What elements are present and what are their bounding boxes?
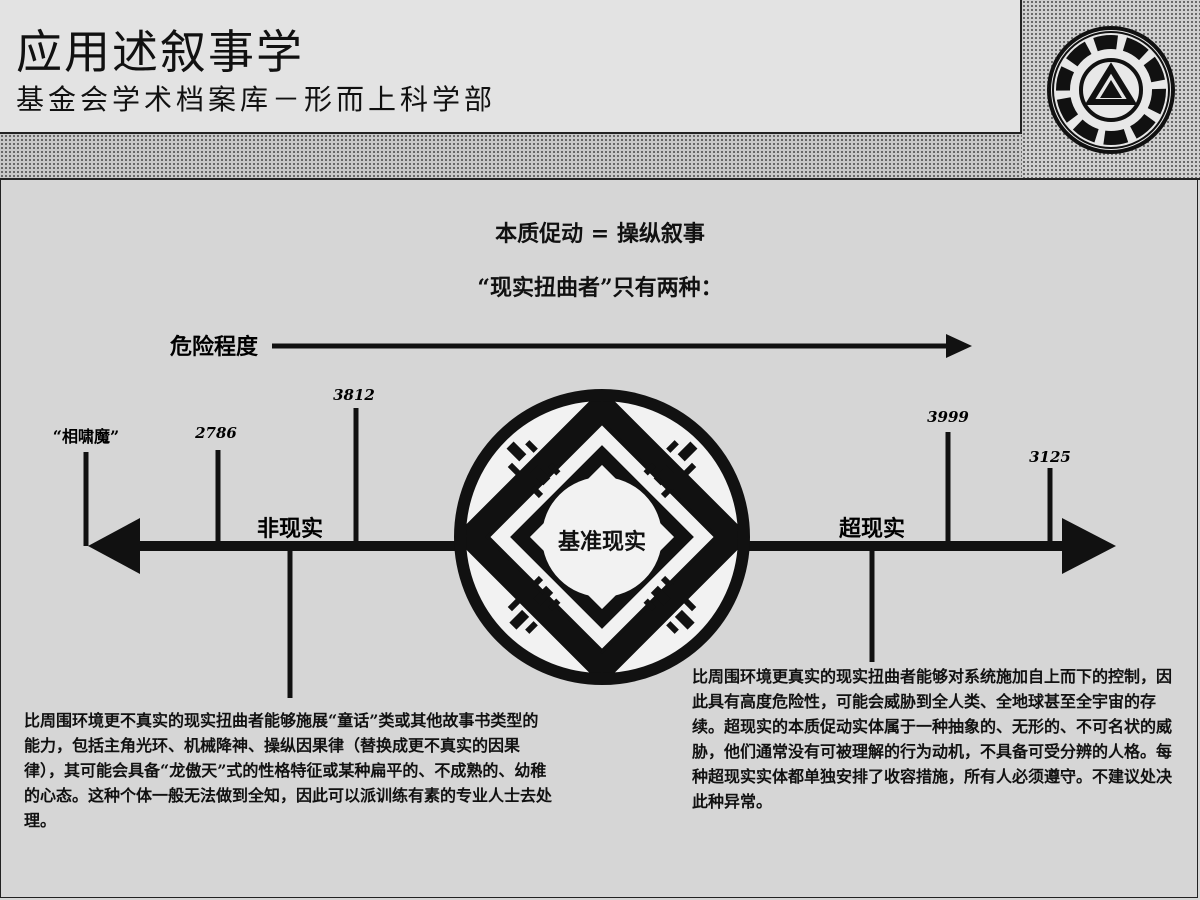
heading-essence: 本质促动 = 操纵叙事 xyxy=(495,221,705,247)
hyperreality-label: 超现实 xyxy=(839,516,905,542)
header-banner: 应用述叙事学 基金会学术档案库－形而上科学部 xyxy=(0,0,1022,134)
marker-label-3812: 3812 xyxy=(333,386,375,404)
marker-label-3999: 3999 xyxy=(927,408,969,426)
page-subtitle: 基金会学术档案库－形而上科学部 xyxy=(16,83,497,116)
foundation-logo-icon xyxy=(1047,26,1175,154)
baseline-reality-label: 基准现实 xyxy=(558,529,646,555)
baseline-reality-globe: 基准现实 xyxy=(454,389,750,685)
page-title: 应用述叙事学 xyxy=(16,25,304,79)
axis-right-arrow xyxy=(1062,518,1116,574)
hyperreality-description: 比周围环境更真实的现实扭曲者能够对系统施加自上而下的控制，因此具有高度危险性，可… xyxy=(692,667,1173,811)
danger-label: 危险程度 xyxy=(170,334,259,360)
header-pattern-strip xyxy=(0,134,1022,180)
unreality-label: 非现实 xyxy=(257,516,323,542)
unreality-description: 比周围环境更不真实的现实扭曲者能够施展“童话”类或其他故事书类型的能力，包括主角… xyxy=(24,711,553,830)
axis-left-arrow xyxy=(88,518,140,574)
marker-label-xiaoxiaomo: “相啸魔” xyxy=(53,427,119,446)
marker-label-3125: 3125 xyxy=(1029,448,1071,466)
danger-arrow-head xyxy=(946,334,972,358)
marker-label-2786: 2786 xyxy=(194,424,237,442)
heading-types: “现实扭曲者”只有两种： xyxy=(477,275,723,301)
logo-box xyxy=(1022,0,1200,180)
